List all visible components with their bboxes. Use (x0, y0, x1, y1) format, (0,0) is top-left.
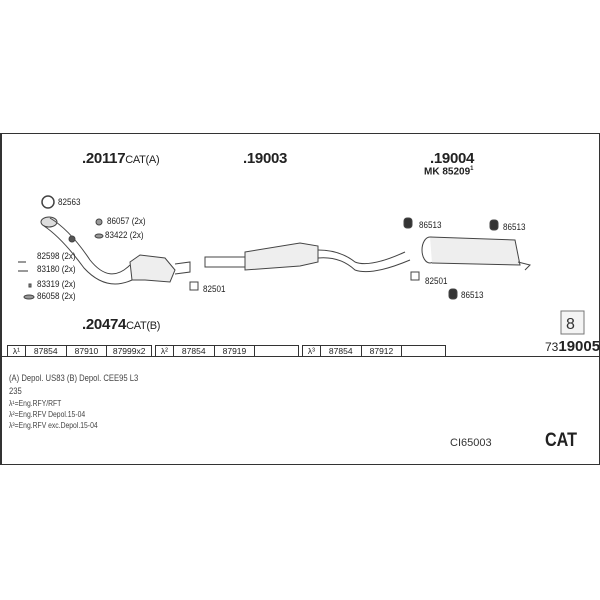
mid-code: .19003 (243, 150, 288, 167)
part-label: 82501 (425, 276, 448, 287)
kit-number: 19005 (558, 338, 600, 355)
part-label: 86513 (461, 290, 484, 301)
rear-mk: MK 852091 (424, 166, 473, 177)
table-label: λ¹ (8, 346, 26, 356)
svg-text:8: 8 (566, 316, 575, 333)
reference-code: CI65003 (450, 437, 492, 449)
part-label: 86513 (503, 222, 526, 233)
table-cell: 87854 (174, 346, 215, 356)
note-235: 235 (9, 386, 22, 396)
part-label: 82563 (58, 197, 81, 208)
hanger-icons (403, 217, 499, 300)
small-part-icons (18, 218, 104, 300)
part-label: 82501 (203, 284, 226, 295)
table-cell (402, 346, 445, 356)
table-cell (255, 346, 298, 356)
cat-a-code: .20117CAT(A) (82, 150, 160, 167)
rear-mk-sup: 1 (470, 166, 474, 172)
part-label: 86513 (419, 220, 442, 231)
note-depol: (A) Depol. US83 (B) Depol. CEE95 L3 (9, 373, 139, 383)
front-pipe-catalyst (40, 216, 191, 285)
type-label: CAT (545, 430, 577, 451)
part-label: 86058 (2x) (37, 291, 76, 302)
table-cell: 87919 (215, 346, 256, 356)
part-label: 82598 (2x) (37, 251, 76, 262)
table-cell: 87854 (26, 346, 67, 356)
cat-b-suffix: CAT(B) (126, 320, 161, 332)
part-label: 83319 (2x) (37, 279, 76, 290)
divider (0, 356, 599, 357)
part-label: 86057 (2x) (107, 216, 146, 227)
cat-a-suffix: CAT(A) (125, 154, 160, 166)
table-cell: 87999x2 (112, 346, 146, 356)
cat-b-code: .20474CAT(B) (82, 316, 160, 333)
table-cell: 87854 (321, 346, 362, 356)
table-label: λ² (156, 346, 174, 356)
cat-a-number: .20117 (82, 150, 126, 167)
table-label: λ³ (303, 346, 321, 356)
table-cell: 87910 (67, 346, 108, 356)
logo-icon: 8 (560, 310, 585, 335)
rear-mk-text: MK 85209 (424, 166, 471, 178)
part-label: 83422 (2x) (105, 230, 144, 241)
note-lambda3: λ³=Eng.RFV exc.Depol.15-04 (9, 421, 98, 430)
cat-b-number: .20474 (82, 316, 127, 333)
rear-silencer (421, 236, 531, 271)
gasket-ring-icon (41, 195, 55, 209)
table-cell: 87912 (362, 346, 403, 356)
kit-code: 73190051 (545, 338, 600, 355)
clamp-icons (189, 271, 420, 291)
kit-prefix: 73 (545, 340, 559, 354)
rear-code: .19004 (430, 150, 475, 167)
note-lambda2: λ²=Eng.RFV Depol.15-04 (9, 410, 86, 419)
note-lambda1: λ¹=Eng.RFY/RFT (9, 399, 62, 408)
center-silencer (204, 242, 411, 273)
part-label: 83180 (2x) (37, 264, 76, 275)
